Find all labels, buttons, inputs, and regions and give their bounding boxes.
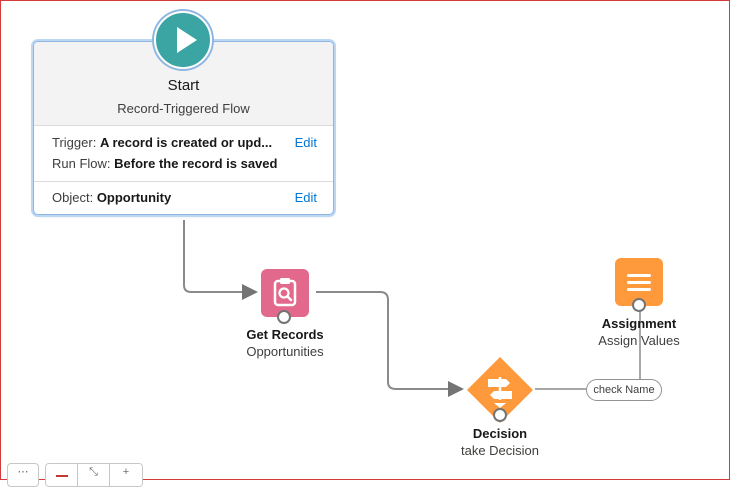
assignment-node[interactable]: [615, 258, 663, 306]
connector-start-to-get-records: [183, 220, 258, 300]
assignment-label: Assignment Assign Values: [598, 316, 679, 348]
decision-node[interactable]: [466, 356, 534, 424]
record-lookup-icon: [273, 278, 297, 307]
get-records-connector-port[interactable]: [277, 310, 291, 324]
zoom-in-button[interactable]: +: [110, 464, 142, 486]
get-records-node[interactable]: [261, 269, 309, 317]
trigger-value: A record is created or upd...: [99, 135, 273, 150]
object-label: Object:: [52, 190, 94, 205]
start-title: Start: [167, 77, 200, 94]
zoom-out-button[interactable]: [46, 464, 78, 486]
outcome-check-name-pill[interactable]: check Name: [586, 379, 662, 401]
minus-icon: [55, 475, 68, 478]
assignment-icon: [627, 274, 651, 291]
fit-view-button[interactable]: ⤡: [78, 464, 110, 486]
get-records-title: Get Records: [246, 327, 324, 342]
get-records-label: Get Records Opportunities: [246, 327, 323, 359]
decision-icon: [467, 357, 533, 423]
trigger-row: Trigger: A record is created or upd...: [52, 135, 272, 150]
pan-mode-button[interactable]: ⋯: [7, 463, 39, 487]
assignment-connector-port[interactable]: [632, 298, 646, 312]
start-subtitle: Record-Triggered Flow: [117, 101, 250, 116]
decision-connector-port[interactable]: [493, 408, 507, 422]
run-flow-label: Run Flow:: [52, 156, 111, 171]
start-card-divider: [34, 181, 333, 182]
start-badge[interactable]: [154, 11, 212, 69]
decision-label: Decision take Decision: [461, 426, 539, 458]
assignment-title: Assignment: [601, 316, 677, 331]
assignment-subtitle: Assign Values: [598, 333, 680, 348]
start-element-card[interactable]: Start Record-Triggered Flow Trigger: A r…: [33, 41, 334, 215]
zoom-button-group: ⤡ +: [45, 463, 143, 487]
fit-view-icon: ⤡: [89, 466, 98, 478]
run-flow-value: Before the record is saved: [114, 156, 278, 171]
pan-icon: ⋯: [17, 466, 29, 478]
run-flow-row: Run Flow: Before the record is saved: [52, 156, 277, 171]
edit-trigger-link[interactable]: Edit: [294, 135, 317, 150]
canvas-zoom-controls: ⋯ ⤡ +: [7, 463, 143, 487]
object-value: Opportunity: [96, 190, 172, 205]
trigger-label: Trigger:: [52, 135, 97, 150]
plus-icon: +: [122, 466, 130, 478]
connector-get-records-to-decision: [316, 291, 464, 397]
decision-title: Decision: [472, 426, 528, 441]
decision-subtitle: take Decision: [460, 443, 540, 458]
get-records-subtitle: Opportunities: [246, 344, 324, 359]
edit-object-link[interactable]: Edit: [294, 190, 317, 205]
play-icon: [177, 27, 197, 53]
object-row: Object: Opportunity: [52, 190, 171, 205]
